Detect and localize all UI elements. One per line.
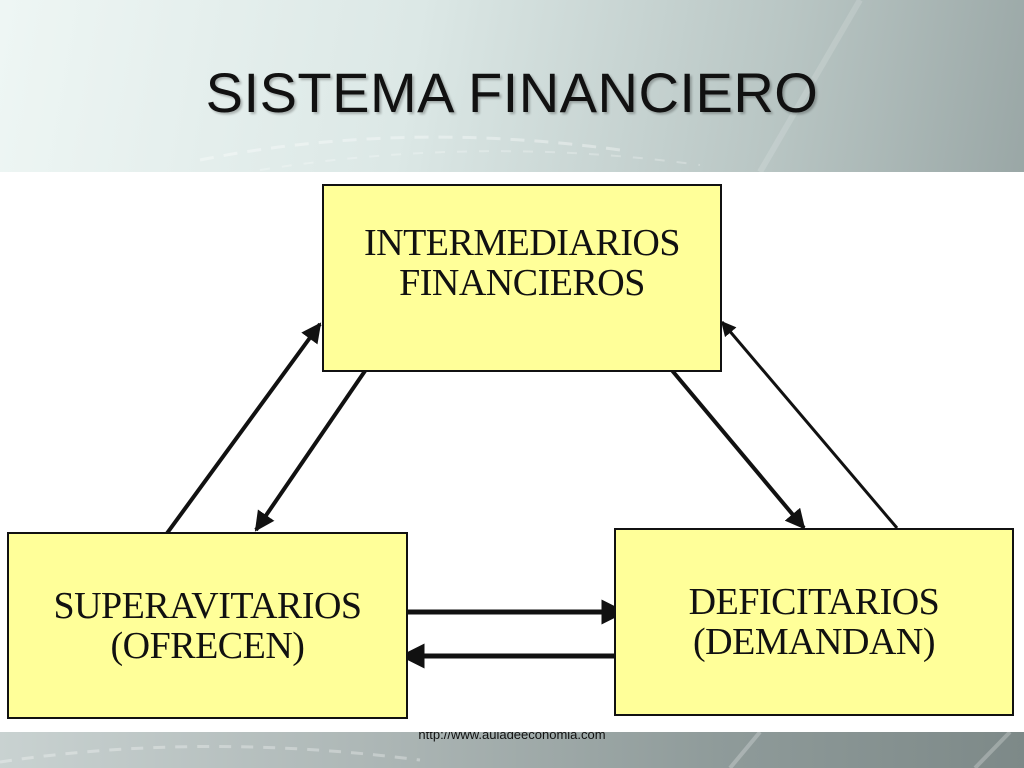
arrow-deficitarios-to-intermediarios xyxy=(720,320,899,529)
node-superavitarios: SUPERAVITARIOS (OFRECEN) xyxy=(7,532,408,719)
arrow-intermediarios-to-superavitarios xyxy=(254,366,369,532)
node-deficitarios-line1: DEFICITARIOS xyxy=(688,581,940,623)
slide-header: SISTEMA FINANCIERO xyxy=(0,0,1024,172)
node-deficitarios-line2: (DEMANDAN) xyxy=(693,621,935,663)
footer-url[interactable]: http://www.auladeeconomia.com xyxy=(418,732,606,742)
node-intermediarios-line2: FINANCIEROS xyxy=(399,262,645,304)
node-superavitarios-line2: (OFRECEN) xyxy=(110,624,305,667)
node-intermediarios-financieros: INTERMEDIARIOS FINANCIEROS xyxy=(322,184,722,372)
arrow-intermediarios-to-deficitarios xyxy=(668,366,806,530)
slide-footer: http://www.auladeeconomia.com xyxy=(0,732,1024,768)
node-superavitarios-line1: SUPERAVITARIOS xyxy=(53,584,362,627)
node-deficitarios: DEFICITARIOS (DEMANDAN) xyxy=(614,528,1014,716)
arrows-layer xyxy=(163,320,899,669)
node-intermediarios-line1: INTERMEDIARIOS xyxy=(364,222,680,264)
diagram: INTERMEDIARIOS FINANCIEROS SUPERAVITARIO… xyxy=(0,172,1024,732)
arrow-superavitarios-to-intermediarios xyxy=(163,322,322,538)
header-decoration xyxy=(199,0,863,172)
footer-decoration xyxy=(0,732,1012,768)
slide-title: SISTEMA FINANCIERO xyxy=(205,61,819,124)
